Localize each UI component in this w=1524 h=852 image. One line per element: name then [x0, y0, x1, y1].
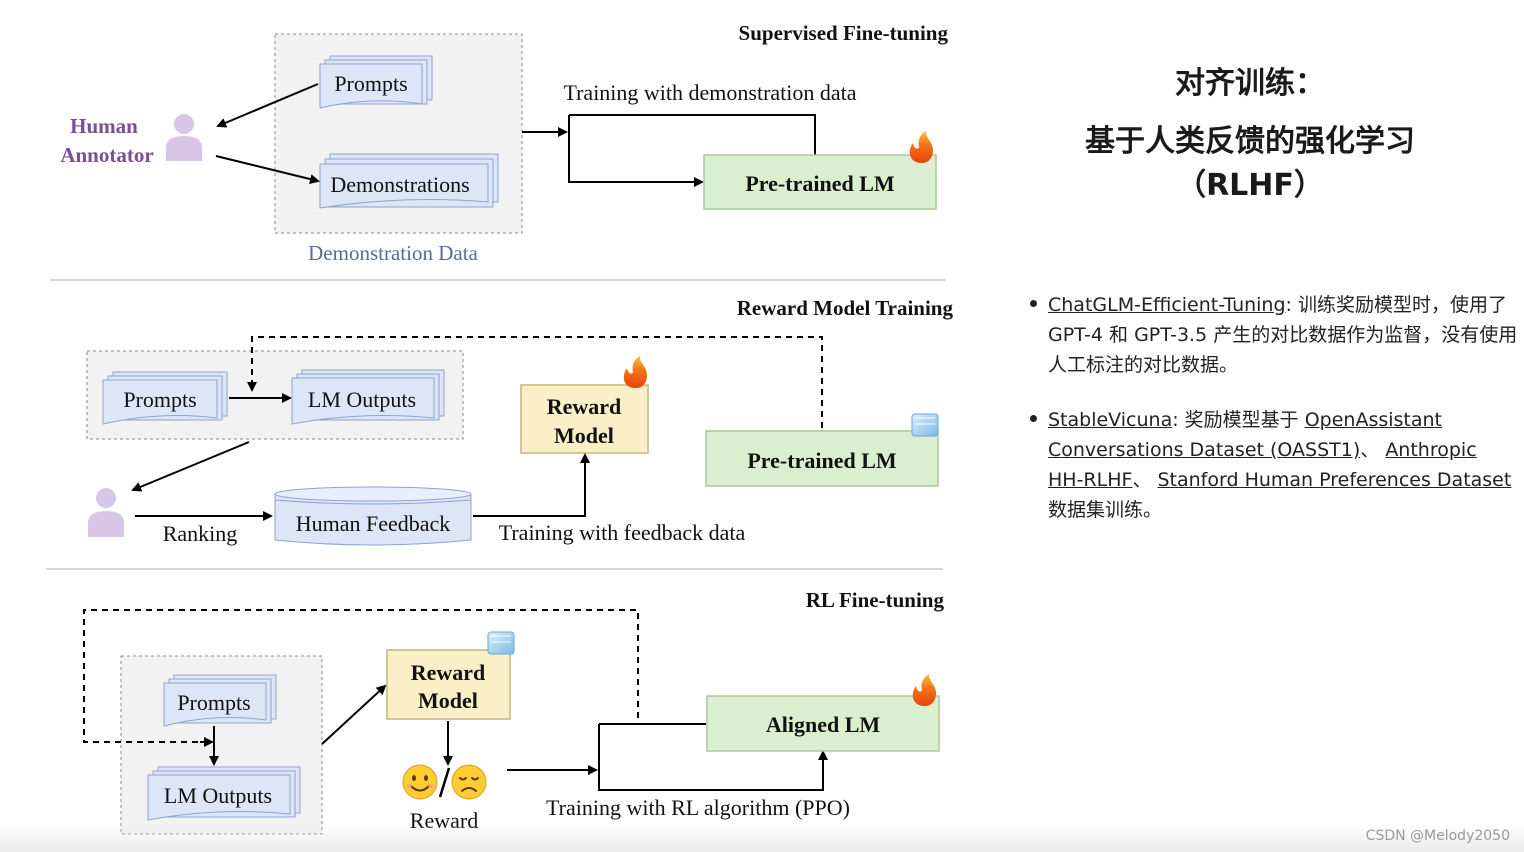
sft-prompts-doc: Prompts: [319, 55, 433, 109]
note2-text1: : 奖励模型基于: [1172, 409, 1305, 431]
rl-aligned-lm-label: Aligned LM: [766, 712, 881, 737]
link-chatglm-efficient-tuning[interactable]: ChatGLM-Efficient-Tuning: [1048, 294, 1286, 316]
rm-pretrained-lm-box: [705, 430, 939, 487]
rm-reward-model-line2: Model: [554, 423, 614, 448]
person-icon: [166, 114, 202, 161]
rl-prompts-doc: Prompts: [163, 674, 277, 727]
annotator-label-line2: Annotator: [60, 143, 153, 167]
rm-pretrained-lm-label: Pre-trained LM: [747, 448, 897, 473]
rm-prompts-label: Prompts: [123, 387, 196, 412]
rl-lm-outputs-doc: LM Outputs: [147, 766, 301, 821]
rm-reward-model-line1: Reward: [547, 394, 622, 419]
rl-lm-outputs-label: LM Outputs: [164, 783, 272, 808]
link-stablevicuna[interactable]: StableVicuna: [1048, 409, 1173, 431]
rl-training-label: Training with RL algorithm (PPO): [546, 795, 850, 820]
ice-cube-icon: [487, 631, 515, 655]
notes-list: ChatGLM-Efficient-Tuning: 训练奖励模型时，使用了 GP…: [1028, 290, 1518, 550]
human-feedback-db: Human Feedback: [274, 486, 472, 546]
note-chatglm: ChatGLM-Efficient-Tuning: 训练奖励模型时，使用了 GP…: [1028, 290, 1518, 380]
rl-reward-model-line1: Reward: [411, 660, 486, 685]
rm-lm-outputs-label: LM Outputs: [308, 387, 416, 412]
side-title-line3: （RLHF）: [1176, 168, 1324, 203]
link-oasst1[interactable]: OpenAssistant Conversations Dataset (OAS…: [1048, 409, 1443, 461]
rl-section: RL Fine-tuning Prompts LM Outputs Reward…: [83, 588, 945, 835]
person-icon: [88, 488, 124, 537]
annotator-label-line1: Human: [70, 114, 138, 138]
fire-icon: [623, 356, 648, 388]
note2-text4: 数据集训练。: [1048, 499, 1163, 521]
bottom-bar: [0, 824, 1524, 852]
rm-ranking-label: Ranking: [163, 521, 238, 546]
note-stablevicuna: StableVicuna: 奖励模型基于 OpenAssistant Conve…: [1028, 405, 1518, 525]
link-stanford-shp[interactable]: Stanford Human Preferences Dataset: [1157, 469, 1512, 491]
rlhf-diagram: Supervised Fine-tuning Prompts Demonstra…: [46, 21, 954, 835]
side-title-line1: 对齐训练：: [1175, 66, 1325, 101]
fire-icon: [909, 131, 934, 163]
sad-emoji-icon: [451, 764, 487, 800]
watermark: CSDN @Melody2050: [1365, 828, 1510, 844]
rm-human-feedback-label: Human Feedback: [296, 511, 451, 536]
note2-text3: 、: [1132, 469, 1158, 491]
side-title-line2: 基于人类反馈的强化学习: [1085, 124, 1415, 159]
sft-demonstrations-label: Demonstrations: [330, 172, 469, 197]
sft-training-label: Training with demonstration data: [563, 80, 856, 105]
sft-section: Supervised Fine-tuning Prompts Demonstra…: [60, 21, 948, 265]
demonstration-data-caption: Demonstration Data: [308, 241, 478, 265]
note1-text: : 训练奖励模型时，使用了 GPT-4 和 GPT-3.5 产生的对比数据作为监…: [1048, 294, 1518, 376]
fire-icon: [912, 674, 937, 706]
link-anthropic-hh-rlhf[interactable]: Anthropic HH-RLHF: [1048, 439, 1477, 491]
sft-title: Supervised Fine-tuning: [739, 21, 949, 45]
note2-text2: 、: [1360, 439, 1386, 461]
rm-training-label: Training with feedback data: [499, 520, 746, 545]
smile-emoji-icon: [402, 764, 438, 800]
sft-pretrained-lm-label: Pre-trained LM: [745, 171, 895, 196]
rl-prompts-label: Prompts: [177, 690, 250, 715]
rm-reward-model-box: [520, 384, 649, 454]
sft-pretrained-lm-box: [703, 154, 937, 210]
sft-prompts-label: Prompts: [334, 71, 407, 96]
sft-demonstrations-doc: Demonstrations: [319, 153, 499, 209]
rm-title: Reward Model Training: [737, 296, 954, 320]
rl-reward-model-line2: Model: [418, 688, 478, 713]
rl-reward-model-box: [386, 649, 511, 720]
ice-cube-icon: [911, 413, 939, 437]
rl-aligned-lm-box: [706, 695, 940, 752]
rm-lm-outputs-doc: LM Outputs: [291, 369, 445, 425]
rl-title: RL Fine-tuning: [806, 588, 945, 612]
rm-prompts-doc: Prompts: [102, 371, 228, 425]
rm-section: Reward Model Training Prompts LM Outputs…: [86, 296, 954, 546]
